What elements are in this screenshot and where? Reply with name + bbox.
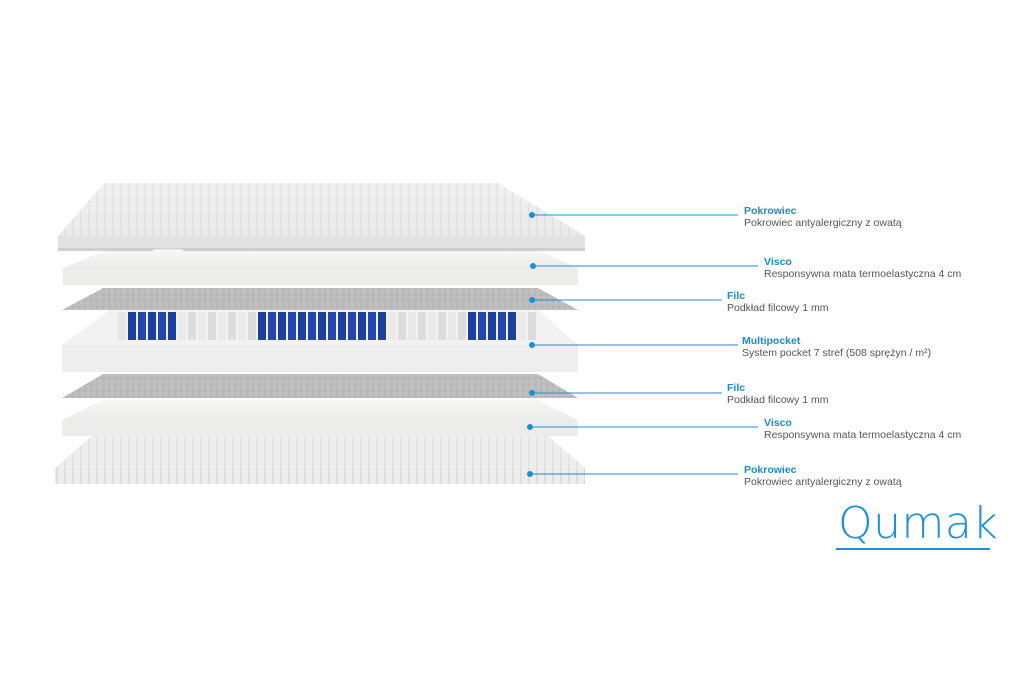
layer-label-visco-top: Visco Responsywna mata termoelastyczna 4… bbox=[764, 256, 961, 280]
layer-label-multipocket: Multipocket System pocket 7 stref (508 s… bbox=[742, 335, 931, 359]
layer-title: Pokrowiec bbox=[744, 205, 797, 217]
layer-cover-top: matinee bbox=[58, 183, 585, 259]
layer-title: Visco bbox=[764, 417, 792, 429]
layer-title: Filc bbox=[727, 382, 746, 394]
layer-description: Podkład filcowy 1 mm bbox=[727, 394, 829, 406]
layer-title: Filc bbox=[727, 290, 746, 302]
callout-lines bbox=[527, 212, 758, 477]
callout-line-4 bbox=[529, 342, 738, 348]
layer-label-pokrowiec-top: Pokrowiec Pokrowiec antyalergiczny z owa… bbox=[744, 205, 902, 229]
layer-felt-bottom bbox=[62, 374, 578, 398]
callout-line-6 bbox=[527, 424, 758, 430]
layer-label-filc-bottom: Filc Podkład filcowy 1 mm bbox=[727, 382, 829, 406]
product-name-underline bbox=[836, 548, 990, 550]
layer-description: Responsywna mata termoelastyczna 4 cm bbox=[764, 429, 962, 441]
layer-visco-bottom bbox=[62, 400, 578, 436]
layer-felt-top bbox=[62, 288, 578, 310]
layer-multipocket bbox=[62, 310, 578, 372]
layer-description: Pokrowiec antyalergiczny z owatą bbox=[744, 217, 902, 229]
layer-description: System pocket 7 stref (508 sprężyn / m²) bbox=[742, 347, 932, 359]
layer-cover-bottom bbox=[55, 436, 585, 484]
layer-description: Pokrowiec antyalergiczny z owatą bbox=[744, 476, 902, 488]
layer-label-visco-bottom: Visco Responsywna mata termoelastyczna 4… bbox=[764, 417, 961, 441]
layer-description: Podkład filcowy 1 mm bbox=[727, 302, 829, 314]
layer-title: Multipocket bbox=[742, 335, 801, 347]
callout-line-5 bbox=[529, 390, 722, 396]
layer-title: Pokrowiec bbox=[744, 464, 797, 476]
layer-label-filc-top: Filc Podkład filcowy 1 mm bbox=[727, 290, 829, 314]
callout-line-2 bbox=[530, 263, 758, 269]
callout-line-3 bbox=[529, 297, 722, 303]
product-name: Qumak bbox=[838, 498, 999, 549]
callout-line-1 bbox=[529, 212, 738, 218]
callout-line-7 bbox=[527, 471, 738, 477]
springs bbox=[118, 312, 536, 340]
layer-description: Responsywna mata termoelastyczna 4 cm bbox=[764, 268, 962, 280]
layer-visco-top bbox=[63, 251, 578, 285]
layer-title: Visco bbox=[764, 256, 792, 268]
layer-label-pokrowiec-bottom: Pokrowiec Pokrowiec antyalergiczny z owa… bbox=[744, 464, 902, 488]
